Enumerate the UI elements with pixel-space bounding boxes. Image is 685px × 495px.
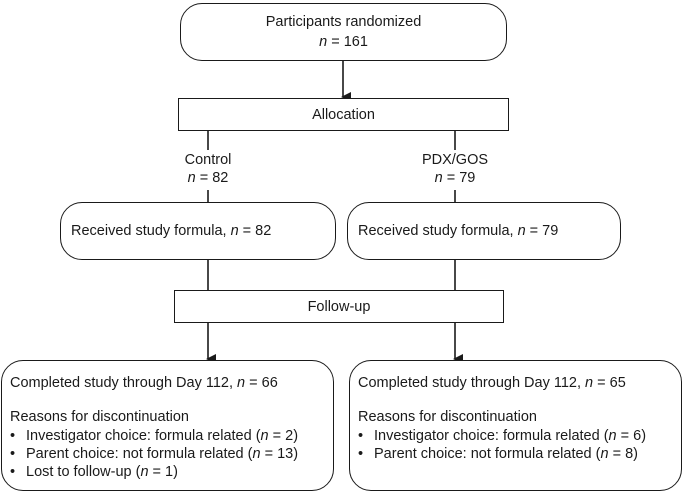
- control-completed-text: Completed study through Day 112, n = 66: [10, 375, 278, 391]
- control-reasons-list: Investigator choice: formula related (n …: [8, 427, 298, 481]
- control-received-box: Received study formula, n = 82: [60, 202, 336, 260]
- randomized-box: Participants randomized n = 161: [180, 3, 507, 61]
- control-received-text: Received study formula, n = 82: [71, 223, 272, 239]
- randomized-count: n = 161: [319, 34, 368, 50]
- pdx-received-box: Received study formula, n = 79: [347, 202, 621, 260]
- randomized-title: Participants randomized: [265, 14, 422, 30]
- allocation-box: Allocation: [178, 98, 509, 131]
- pdx-completed-box: Completed study through Day 112, n = 65 …: [349, 360, 682, 491]
- list-item: Investigator choice: formula related (n …: [356, 427, 646, 445]
- pdx-arm-label: PDX/GOS n = 79: [421, 152, 489, 186]
- pdx-completed-text: Completed study through Day 112, n = 65: [358, 375, 626, 391]
- allocation-label: Allocation: [312, 107, 375, 123]
- list-item: Lost to follow-up (n = 1): [8, 463, 298, 481]
- followup-box: Follow-up: [174, 290, 504, 323]
- pdx-received-text: Received study formula, n = 79: [358, 223, 559, 239]
- control-completed-box: Completed study through Day 112, n = 66 …: [1, 360, 334, 491]
- list-item: Parent choice: not formula related (n = …: [8, 445, 298, 463]
- pdx-reasons-list: Investigator choice: formula related (n …: [356, 427, 646, 463]
- list-item: Parent choice: not formula related (n = …: [356, 445, 646, 463]
- list-item: Investigator choice: formula related (n …: [8, 427, 298, 445]
- control-reasons-title: Reasons for discontinuation: [10, 409, 189, 425]
- pdx-reasons-title: Reasons for discontinuation: [358, 409, 537, 425]
- followup-label: Follow-up: [307, 299, 371, 315]
- control-arm-label: Control n = 82: [184, 152, 232, 186]
